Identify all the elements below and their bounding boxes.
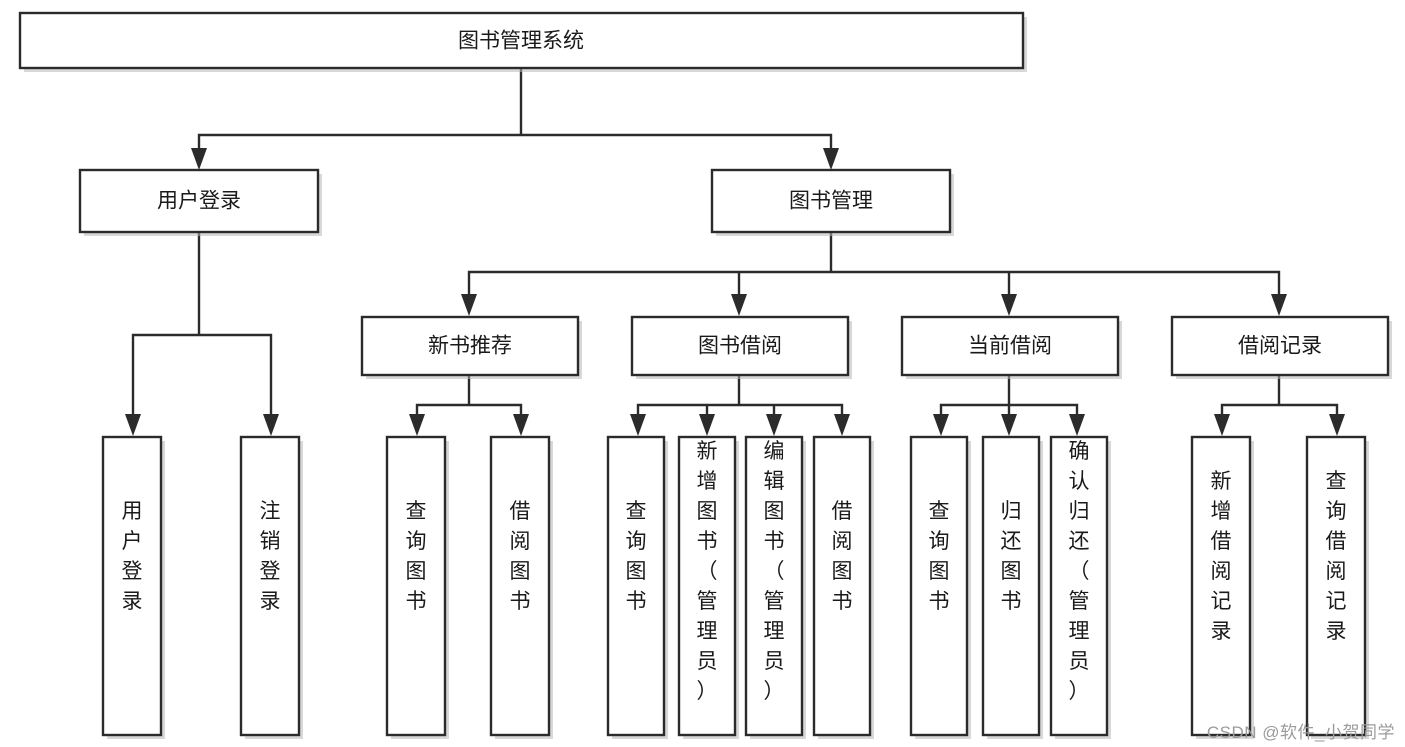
leaf-bb-edit-book-label: 编辑图书（管理员） [764, 440, 785, 703]
arrow-cb-leaf-3 [1069, 414, 1085, 436]
arrow-cb-leaf-1 [933, 414, 949, 436]
leaf-nbr-borrow-book-label: 借阅图书 [510, 500, 531, 613]
user-login-box[interactable] [78, 168, 320, 234]
leaf-logout-label: 注销登录 [260, 500, 281, 613]
leaf-nbr-query-book-label: 查询图书 [406, 500, 427, 613]
book-management-label: 图书管理 [789, 190, 873, 213]
current-borrow-label: 当前借阅 [968, 335, 1052, 358]
node-book-management[interactable]: 图书管理 [710, 168, 954, 236]
arrow-to-borrow-record [1271, 294, 1287, 316]
leaf-logout-box[interactable] [239, 435, 301, 737]
leaf-cb-query-book[interactable]: 查询图书 [909, 435, 971, 739]
node-new-book-recommend[interactable]: 新书推荐 [360, 315, 582, 379]
leaf-br-add-record-box[interactable] [1190, 435, 1252, 737]
arrow-br-leaf-2 [1329, 414, 1345, 436]
leaf-bb-query-book-label: 查询图书 [626, 500, 647, 613]
book-management-box[interactable] [710, 168, 952, 234]
leaf-bb-add-book-box[interactable] [677, 435, 737, 737]
new-book-recommend-label: 新书推荐 [428, 335, 512, 358]
arrow-nbr-leaf-1 [409, 414, 425, 436]
current-borrow-box[interactable] [900, 315, 1120, 377]
node-borrow-record[interactable]: 借阅记录 [1170, 315, 1392, 379]
leaf-br-query-record[interactable]: 查询借阅记录 [1305, 435, 1369, 739]
edge-book-management-to-bus [467, 231, 1281, 300]
arrow-to-leaf-logout [263, 414, 279, 436]
arrow-to-book-management [823, 148, 839, 170]
edge-current-borrow-to-bus [939, 373, 1079, 420]
leaf-bb-borrow-book-box[interactable] [812, 435, 872, 737]
leaf-cb-confirm-return-label: 确认归还（管理员） [1069, 440, 1090, 703]
leaf-bb-query-book-box[interactable] [606, 435, 666, 737]
node-root[interactable]: 图书管理系统 [18, 11, 1027, 72]
arrow-to-leaf-user-login [125, 414, 141, 436]
node-current-borrow[interactable]: 当前借阅 [900, 315, 1122, 379]
leaf-cb-confirm-return[interactable]: 确认归还（管理员） [1049, 435, 1111, 739]
leaf-user-login[interactable]: 用户登录 [101, 435, 165, 739]
leaf-bb-add-book[interactable]: 新增图书（管理员） [677, 435, 739, 739]
connector-layer [125, 68, 1345, 436]
new-book-recommend-box[interactable] [360, 315, 580, 377]
arrow-nbr-leaf-2 [513, 414, 529, 436]
leaf-bb-borrow-book[interactable]: 借阅图书 [812, 435, 874, 739]
arrow-to-new-book-recommend [461, 294, 477, 316]
arrow-to-current-borrow [1001, 294, 1017, 316]
leaf-logout[interactable]: 注销登录 [239, 435, 303, 739]
leaf-nbr-query-book-box[interactable] [385, 435, 447, 737]
arrow-bb-leaf-4 [834, 414, 850, 436]
leaf-br-query-record-label: 查询借阅记录 [1326, 470, 1347, 643]
leaf-cb-confirm-return-box[interactable] [1049, 435, 1109, 737]
book-borrow-label: 图书借阅 [698, 335, 782, 358]
book-borrow-box[interactable] [630, 315, 850, 377]
leaf-bb-edit-book-box[interactable] [744, 435, 804, 737]
leaf-bb-add-book-label: 新增图书（管理员） [697, 440, 718, 703]
arrow-bb-leaf-1 [630, 414, 646, 436]
leaf-nbr-borrow-book[interactable]: 借阅图书 [489, 435, 553, 739]
arrow-bb-leaf-3 [766, 414, 782, 436]
leaf-bb-edit-book[interactable]: 编辑图书（管理员） [744, 435, 806, 739]
user-login-label: 用户登录 [157, 190, 241, 213]
arrow-bb-leaf-2 [699, 414, 715, 436]
leaf-bb-query-book[interactable]: 查询图书 [606, 435, 668, 739]
borrow-record-label: 借阅记录 [1238, 335, 1322, 358]
arrow-br-leaf-1 [1214, 414, 1230, 436]
arrow-cb-leaf-2 [1001, 414, 1017, 436]
leaf-user-login-box[interactable] [101, 435, 163, 737]
leaf-cb-return-book-box[interactable] [981, 435, 1041, 737]
edge-root-to-bus [197, 68, 833, 154]
leaf-cb-query-book-box[interactable] [909, 435, 969, 737]
leaf-nbr-query-book[interactable]: 查询图书 [385, 435, 449, 739]
node-book-borrow[interactable]: 图书借阅 [630, 315, 852, 379]
edge-new-book-recommend-to-bus [415, 373, 523, 420]
edge-borrow-record-to-bus [1220, 373, 1339, 420]
node-user-login[interactable]: 用户登录 [78, 168, 322, 236]
leaf-bb-borrow-book-label: 借阅图书 [832, 500, 853, 613]
borrow-record-box[interactable] [1170, 315, 1390, 377]
leaf-cb-return-book[interactable]: 归还图书 [981, 435, 1043, 739]
leaf-br-query-record-box[interactable] [1305, 435, 1367, 737]
arrow-to-book-borrow [731, 294, 747, 316]
root-box[interactable] [18, 11, 1025, 70]
leaf-br-add-record[interactable]: 新增借阅记录 [1190, 435, 1254, 739]
leaf-cb-query-book-label: 查询图书 [929, 500, 950, 613]
edge-user-login-to-bus [131, 231, 273, 420]
arrow-to-user-login [191, 148, 207, 170]
root-label: 图书管理系统 [458, 30, 584, 53]
leaf-user-login-label: 用户登录 [122, 500, 143, 613]
leaf-nbr-borrow-book-box[interactable] [489, 435, 551, 737]
leaf-cb-return-book-label: 归还图书 [1001, 500, 1022, 613]
edge-book-borrow-to-bus [636, 373, 844, 420]
leaf-br-add-record-label: 新增借阅记录 [1211, 470, 1232, 643]
